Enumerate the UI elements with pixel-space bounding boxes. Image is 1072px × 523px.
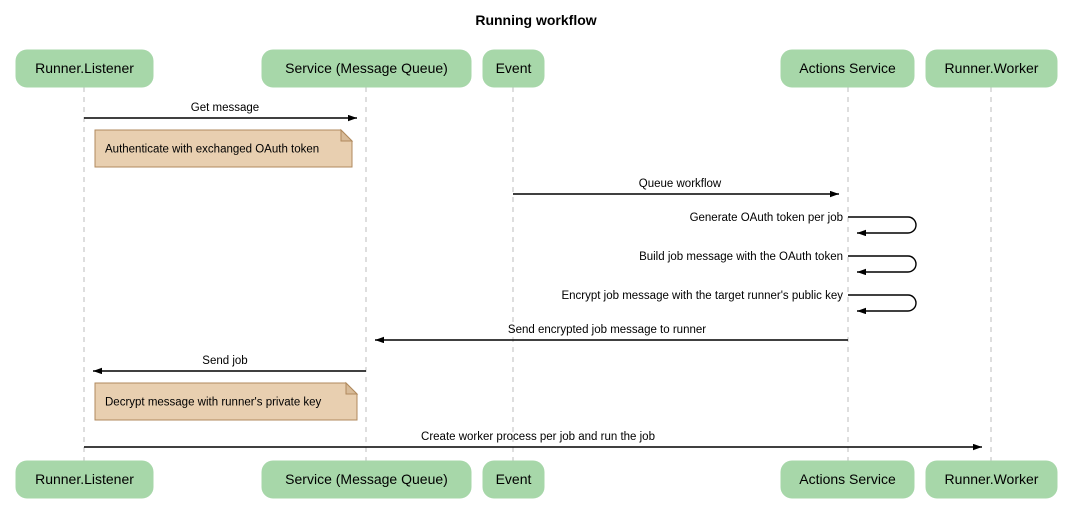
message-send-job[interactable]: Send job: [93, 355, 366, 375]
note-fold-corner-icon: [345, 381, 359, 395]
page-title: Running workflow: [475, 12, 596, 28]
participant-label-event: Event: [496, 471, 532, 487]
participant-header-runner-worker[interactable]: Runner.Worker: [925, 49, 1058, 88]
message-label-generate-oauth-token-per-job: Generate OAuth token per job: [690, 212, 843, 224]
participant-box-actions-service: [780, 460, 915, 499]
message-label-send-encrypted-job-message-to-runner: Send encrypted job message to runner: [508, 324, 706, 336]
participant-footer-actions-service[interactable]: Actions Service: [780, 460, 915, 499]
message-label-send-job: Send job: [202, 355, 247, 367]
participant-footer-service-message-queue[interactable]: Service (Message Queue): [261, 460, 472, 499]
message-queue-workflow[interactable]: Queue workflow: [513, 178, 839, 198]
message-generate-oauth-token-per-job[interactable]: Generate OAuth token per job: [690, 212, 917, 237]
participant-label-service-message-queue: Service (Message Queue): [285, 471, 448, 487]
participant-label-runner-worker: Runner.Worker: [945, 60, 1039, 76]
message-create-worker-process-run-job[interactable]: Create worker process per job and run th…: [84, 431, 982, 451]
participant-label-runner-listener: Runner.Listener: [35, 471, 134, 487]
participant-box-runner-listener: [15, 49, 154, 88]
note-label-authenticate-with-exchanged-oauth-token: Authenticate with exchanged OAuth token: [105, 144, 319, 156]
participant-box-runner-listener: [15, 460, 154, 499]
note-decrypt-message-with-runners-private-key[interactable]: Decrypt message with runner's private ke…: [94, 381, 359, 421]
participant-footer-runner-worker[interactable]: Runner.Worker: [925, 460, 1058, 499]
note-label-decrypt-message-with-runners-private-key: Decrypt message with runner's private ke…: [105, 397, 322, 409]
note-body: [94, 129, 353, 168]
message-get-message[interactable]: Get message: [84, 102, 357, 122]
participant-box-actions-service: [780, 49, 915, 88]
participant-label-service-message-queue: Service (Message Queue): [285, 60, 448, 76]
participant-header-event[interactable]: Event: [482, 49, 545, 88]
participant-box-service-message-queue: [261, 460, 472, 499]
message-label-queue-workflow: Queue workflow: [639, 178, 722, 190]
message-build-job-message-with-oauth-token[interactable]: Build job message with the OAuth token: [639, 251, 917, 276]
participant-header-actions-service[interactable]: Actions Service: [780, 49, 915, 88]
participant-label-event: Event: [496, 60, 532, 76]
participant-header-service-message-queue[interactable]: Service (Message Queue): [261, 49, 472, 88]
participant-box-event: [482, 460, 545, 499]
participant-box-event: [482, 49, 545, 88]
participant-label-runner-listener: Runner.Listener: [35, 60, 134, 76]
participant-label-runner-worker: Runner.Worker: [945, 471, 1039, 487]
lifelines: [83, 87, 992, 461]
self-loop-path: [848, 255, 917, 276]
message-label-encrypt-job-message-public-key: Encrypt job message with the target runn…: [561, 290, 843, 302]
notes: Authenticate with exchanged OAuth tokenD…: [94, 128, 359, 421]
message-label-build-job-message-with-oauth-token: Build job message with the OAuth token: [639, 251, 843, 263]
participant-box-runner-worker: [925, 49, 1058, 88]
participant-footer-runner-listener[interactable]: Runner.Listener: [15, 460, 154, 499]
participant-label-actions-service: Actions Service: [799, 60, 896, 76]
participant-footers: Runner.Listener Service (Message Queue) Ev…: [15, 460, 1058, 499]
participant-box-service-message-queue: [261, 49, 472, 88]
message-label-create-worker-process-run-job: Create worker process per job and run th…: [421, 431, 655, 443]
participant-box-runner-worker: [925, 460, 1058, 499]
message-send-encrypted-job-message-to-runner[interactable]: Send encrypted job message to runner: [375, 324, 848, 344]
self-loop-path: [848, 294, 917, 315]
participant-header-runner-listener[interactable]: Runner.Listener: [15, 49, 154, 88]
participant-footer-event[interactable]: Event: [482, 460, 545, 499]
note-fold-corner-icon: [340, 128, 354, 142]
participant-headers: Runner.Listener Service (Message Queue) Ev…: [15, 49, 1058, 88]
note-body: [94, 382, 358, 421]
note-authenticate-with-exchanged-oauth-token[interactable]: Authenticate with exchanged OAuth token: [94, 128, 354, 168]
message-label-get-message: Get message: [191, 102, 259, 114]
message-encrypt-job-message-public-key[interactable]: Encrypt job message with the target runn…: [561, 290, 917, 315]
participant-label-actions-service: Actions Service: [799, 471, 896, 487]
self-loop-path: [848, 216, 917, 237]
